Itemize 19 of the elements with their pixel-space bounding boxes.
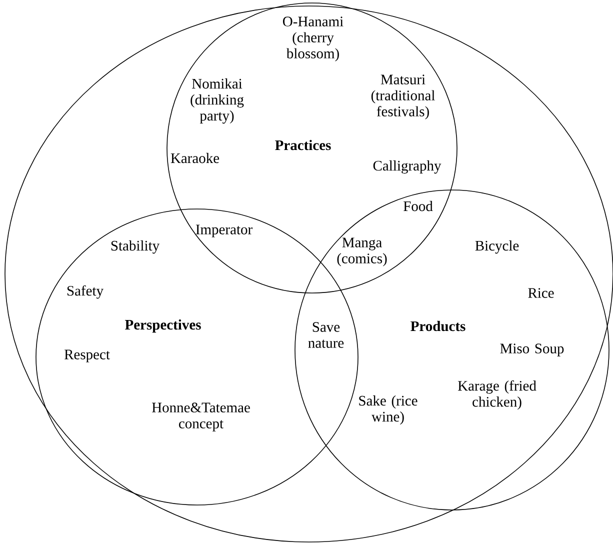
item-label: Sake (rice wine) bbox=[359, 395, 418, 425]
item-label: Bicycle bbox=[475, 240, 519, 254]
item-label: Karage (fried chicken) bbox=[458, 380, 536, 410]
item-label: Rice bbox=[528, 288, 554, 298]
item-label: Respect bbox=[64, 350, 110, 362]
item-label: Calligraphy bbox=[373, 160, 442, 174]
item-label: Safety bbox=[67, 285, 104, 299]
outer-ellipse bbox=[4, 6, 613, 542]
item-label: Matsuri (traditional festivals) bbox=[371, 74, 435, 120]
item-label: Save nature bbox=[308, 322, 344, 348]
item-label: Miso Soup bbox=[500, 344, 564, 356]
item-label: O-Hanami (cherry blossom) bbox=[283, 16, 344, 62]
item-label: Nomikai (drinking party) bbox=[190, 78, 244, 124]
item-label: Karaoke bbox=[170, 152, 220, 164]
item-label: Manga (comics) bbox=[337, 238, 387, 266]
item-label: Honne&Tatemae concept bbox=[152, 402, 250, 432]
item-label: Stability bbox=[111, 240, 160, 254]
item-label: Imperator bbox=[196, 224, 252, 238]
item-label: Food bbox=[404, 200, 433, 212]
